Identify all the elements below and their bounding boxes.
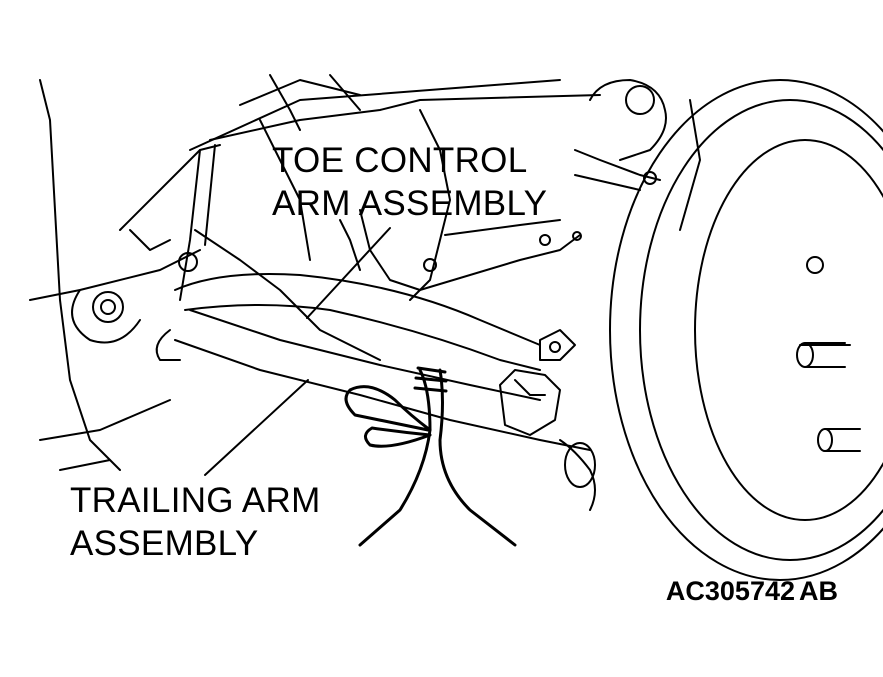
toe-control-label-line2: ARM ASSEMBLY <box>272 184 548 223</box>
toe-control-arm-label: TOE CONTROL ARM ASSEMBLY <box>272 143 547 221</box>
bushing <box>499 329 576 436</box>
figure-id-suffix: AB <box>799 576 838 606</box>
tie-wire <box>344 366 517 547</box>
toe-control-arm <box>174 229 541 371</box>
brake-disc <box>609 79 883 581</box>
toe-control-label-line1: TOE CONTROL <box>272 141 528 180</box>
subframe <box>189 74 601 301</box>
trailing-arm-label-line1: TRAILING ARM <box>70 481 321 520</box>
body-bracket <box>29 79 221 471</box>
trailing-arm-label-line2: ASSEMBLY <box>70 524 259 563</box>
trailing-arm-label: TRAILING ARM ASSEMBLY <box>70 483 321 561</box>
knuckle <box>574 79 701 231</box>
toe-control-leader-line <box>306 227 391 319</box>
trailing-arm-leader-line <box>204 379 309 476</box>
leader-lines <box>204 227 391 476</box>
figure-id-code: AC305742 <box>665 576 795 606</box>
